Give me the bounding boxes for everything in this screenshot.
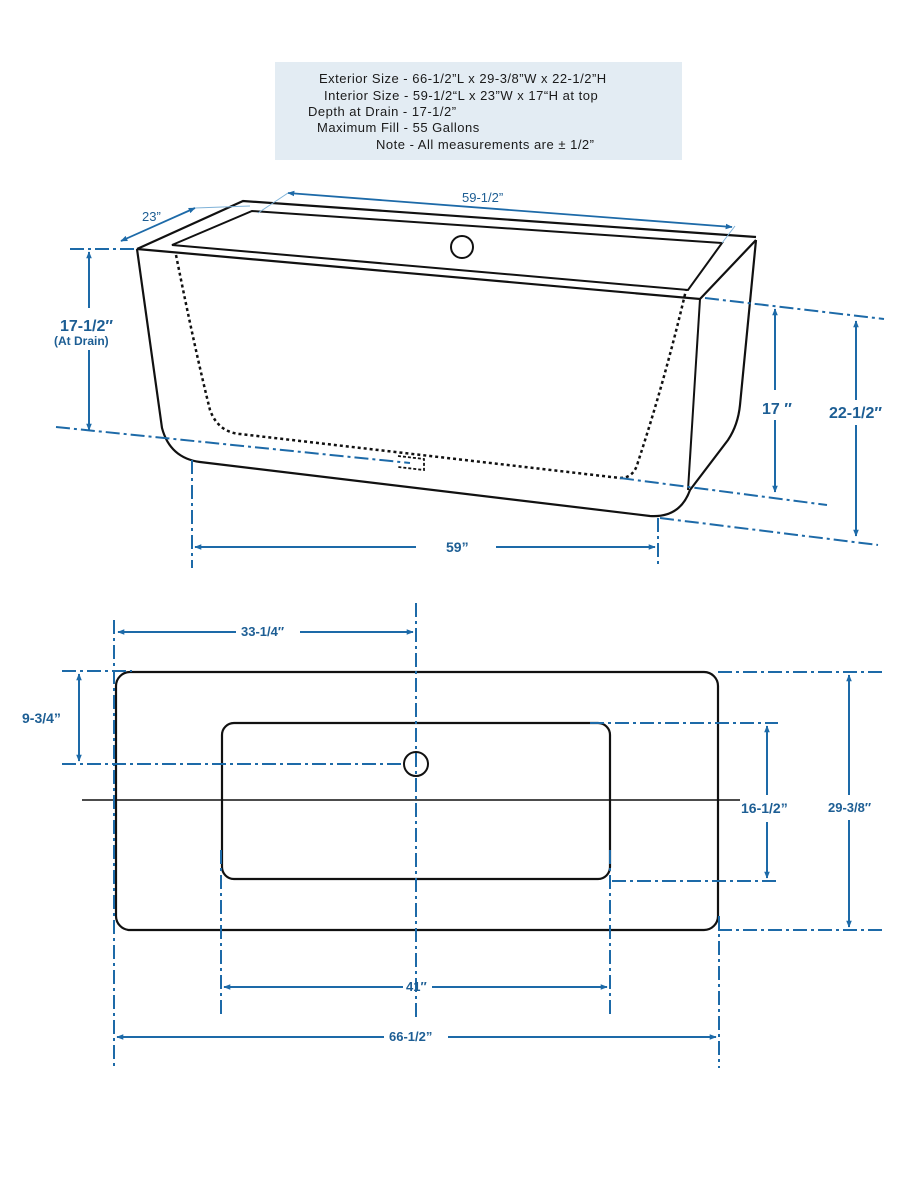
specification-box: Exterior Size - 66-1/2”L x 29-3/8”W x 22… bbox=[275, 62, 682, 160]
dim-depth-at-drain-note: (At Drain) bbox=[54, 334, 109, 348]
drain-icon bbox=[403, 751, 429, 777]
drain-hole-icon bbox=[450, 235, 474, 259]
spec-interior-size: Interior Size - 59-1/2“L x 23”W x 17“H a… bbox=[324, 88, 599, 103]
dim-drain-offset-width-label: 9-3/4” bbox=[22, 710, 61, 726]
tub-body-outline bbox=[135, 239, 758, 518]
dim-interior-width-top-label: 16-1/2” bbox=[741, 800, 788, 816]
spec-note: Note - All measurements are ± 1/2” bbox=[376, 137, 595, 152]
drain-pipe-dashed bbox=[397, 455, 425, 472]
side-view: 59-1/2” 23” 17-1/2″ (At Drain) 17 ″ 22-1… bbox=[54, 190, 885, 568]
dim-base-length-label: 59” bbox=[446, 539, 469, 555]
dim-drain-offset-length-label: 33-1/4″ bbox=[241, 624, 284, 639]
dim-depth-at-drain-label: 17-1/2″ bbox=[60, 318, 113, 335]
dim-exterior-length-label: 66-1/2” bbox=[389, 1029, 432, 1044]
dim-interior-height-label: 17 ″ bbox=[762, 401, 792, 418]
spec-maximum-fill: Maximum Fill - 55 Gallons bbox=[317, 120, 480, 135]
top-view: 33-1/4″ 9-3/4” 16-1/2” 29-3/8″ 41″ 66-1/… bbox=[22, 603, 886, 1068]
interior-basin-dashed bbox=[174, 254, 688, 480]
tub-right-front-edge bbox=[687, 298, 701, 491]
tub-inner-rim bbox=[171, 209, 724, 292]
spec-exterior-size: Exterior Size - 66-1/2”L x 29-3/8”W x 22… bbox=[319, 71, 607, 86]
dim-interior-length-top-label: 41″ bbox=[406, 979, 427, 994]
dim-exterior-height-label: 22-1/2″ bbox=[829, 405, 882, 422]
dim-interior-width-label: 23” bbox=[142, 209, 161, 224]
dim-interior-length-label: 59-1/2” bbox=[462, 190, 503, 205]
spec-depth-at-drain: Depth at Drain - 17-1/2” bbox=[308, 104, 457, 119]
dim-exterior-width-label: 29-3/8″ bbox=[828, 800, 871, 815]
